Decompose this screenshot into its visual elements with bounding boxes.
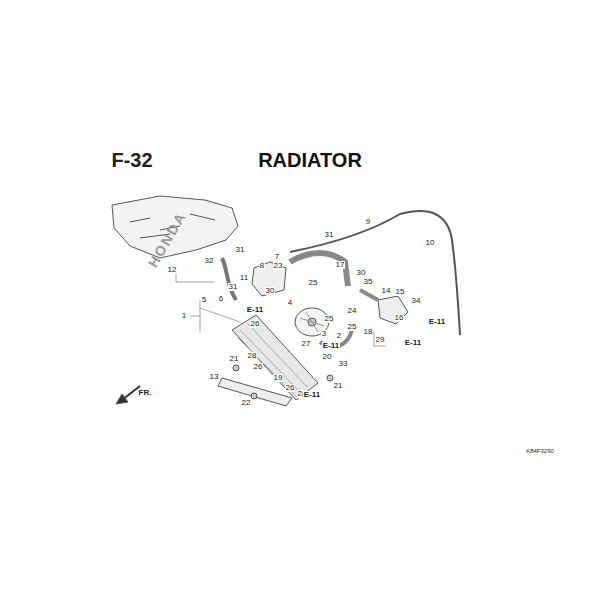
callout-number: 7 (274, 253, 280, 262)
callout-number: 32 (204, 257, 215, 266)
callout-number: 9 (365, 218, 371, 227)
callout-number: 30 (265, 287, 276, 296)
callout-number: 31 (235, 246, 246, 255)
callout-number: 14 (381, 287, 392, 296)
callout-number: 27 (301, 340, 312, 349)
callout-number: 25 (308, 279, 319, 288)
callout-number: 20 (322, 353, 333, 362)
callout-number: 19 (273, 374, 284, 383)
reference-tag: E-11 (322, 342, 340, 351)
callout-number: 34 (411, 297, 422, 306)
callout-number: 33 (338, 360, 349, 369)
callout-number: 25 (324, 315, 335, 324)
callout-number: 13 (209, 373, 220, 382)
callout-number: 23 (273, 262, 284, 271)
callout-number: 26 (253, 363, 264, 372)
reference-tag: E-11 (404, 339, 422, 348)
page-title: RADIATOR (258, 149, 362, 172)
drawing-code: K84F3290 (525, 448, 555, 455)
callout-number: 2 (336, 332, 342, 341)
figure-code: F-32 (110, 149, 153, 171)
callout-number: 22 (241, 399, 252, 408)
callout-number: 5 (201, 296, 207, 305)
callout-number: 31 (228, 283, 239, 292)
reference-tag: E-11 (303, 391, 321, 400)
callout-number: 11 (239, 274, 249, 283)
callout-number: 31 (324, 231, 335, 240)
callout-number: 3 (321, 330, 327, 339)
callout-number: 35 (363, 278, 374, 287)
callout-number: 18 (363, 328, 374, 337)
callout-number: 16 (394, 314, 405, 323)
callout-number: 4 (287, 299, 293, 308)
callout-number: 28 (247, 352, 258, 361)
reference-tag: E-11 (246, 306, 264, 315)
callout-number: 1 (181, 312, 187, 321)
callout-number: 21 (229, 355, 240, 364)
callout-number: 24 (347, 307, 358, 316)
callout-number: 30 (356, 269, 367, 278)
callout-number: 8 (259, 262, 265, 271)
callout-number: 17 (335, 261, 346, 270)
callout-number: 25 (347, 323, 358, 332)
callout-number: 26 (250, 320, 261, 329)
front-marker: FR. (138, 389, 153, 398)
callout-number: 10 (425, 239, 436, 248)
callout-number: 26 (285, 384, 296, 393)
callout-number: 29 (375, 336, 386, 345)
callout-number: 6 (218, 295, 224, 304)
callout-number: 15 (395, 288, 406, 297)
reference-tag: E-11 (428, 318, 446, 327)
callout-number: 21 (333, 382, 344, 391)
callout-number: 12 (167, 266, 178, 275)
